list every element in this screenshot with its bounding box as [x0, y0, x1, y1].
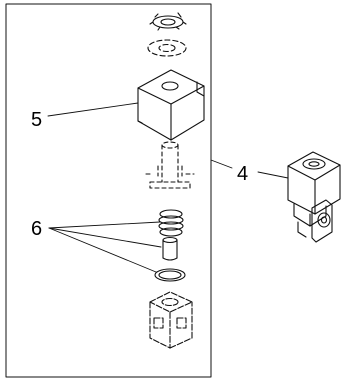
leader-line-4-frame — [210, 159, 233, 169]
leader-line-6-plunger — [48, 227, 162, 248]
leader-line-6-o-ring — [48, 227, 157, 273]
plunger — [162, 236, 178, 261]
washer — [147, 39, 187, 57]
leader-line-4 — [257, 171, 289, 179]
leader-line-6-spring — [48, 221, 161, 229]
callout-4: 4 — [237, 163, 248, 185]
exploded-view-frame — [5, 3, 212, 378]
retaining-clip — [149, 12, 187, 31]
solenoid-coil — [137, 69, 205, 141]
o-ring — [154, 268, 186, 282]
solenoid-valve-assembly — [287, 151, 341, 243]
valve-body — [149, 291, 193, 349]
callout-5: 5 — [31, 109, 42, 131]
spring — [158, 209, 184, 237]
callout-6: 6 — [31, 218, 42, 240]
leader-lines — [47, 102, 289, 273]
armature-tube — [145, 141, 195, 189]
leader-line-5 — [47, 102, 139, 117]
